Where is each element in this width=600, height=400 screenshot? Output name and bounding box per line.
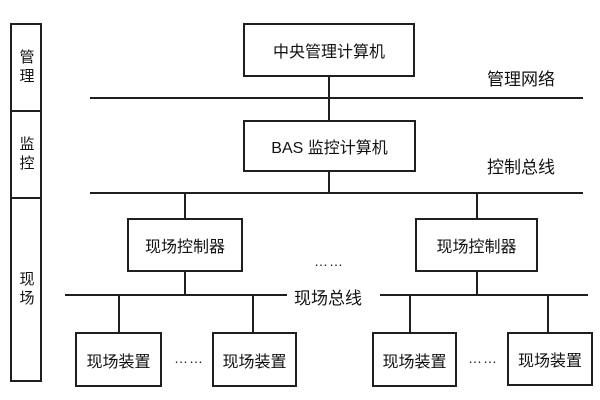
layer-management-label: 管理 <box>17 48 35 87</box>
field-bus-line-left <box>65 294 287 296</box>
control-bus-label: 控制总线 <box>487 153 555 178</box>
connector-field-bus-to-device-1 <box>118 296 120 332</box>
field-device-2-label: 现场装置 <box>222 353 287 371</box>
field-bus-line-right <box>380 294 588 296</box>
field-device-1-label: 现场装置 <box>86 353 151 371</box>
layer-field: 现场 <box>12 197 40 380</box>
layer-monitoring-label: 监控 <box>17 135 35 174</box>
control-bus-line <box>90 192 583 194</box>
connector-field-bus-to-device-2 <box>252 296 254 332</box>
field-device-4-node: 现场装置 <box>507 332 593 386</box>
field-controller-right-label: 现场控制器 <box>436 239 517 256</box>
field-controller-left-label: 现场控制器 <box>144 239 225 256</box>
layer-sidebar: 管理 监控 现场 <box>10 23 42 382</box>
field-controller-right-node: 现场控制器 <box>415 218 538 272</box>
connector-field-bus-to-device-3 <box>409 296 411 332</box>
connector-bas-to-control-bus <box>328 172 330 193</box>
field-device-4-label: 现场装置 <box>517 353 582 370</box>
devices-right-ellipsis: …… <box>468 350 498 366</box>
layer-field-label: 现场 <box>17 270 35 309</box>
connector-right-controller-to-field-bus <box>476 272 478 295</box>
controllers-ellipsis: …… <box>314 253 344 269</box>
layer-monitoring: 监控 <box>12 110 40 197</box>
field-device-3-node: 现场装置 <box>372 332 457 387</box>
field-device-1-node: 现场装置 <box>75 332 162 387</box>
connector-central-to-bas <box>328 77 330 120</box>
bas-computer-label: BAS 监控计算机 <box>271 140 388 157</box>
devices-left-ellipsis: …… <box>174 350 204 366</box>
field-bus-label: 现场总线 <box>294 284 362 309</box>
management-network-bus-line <box>90 97 583 99</box>
field-device-3-label: 现场装置 <box>382 353 447 371</box>
management-network-label: 管理网络 <box>487 65 555 90</box>
central-computer-node: 中央管理计算机 <box>243 23 415 77</box>
field-controller-left-node: 现场控制器 <box>127 218 243 272</box>
connector-field-bus-to-device-4 <box>547 296 549 332</box>
connector-bus-to-left-controller <box>184 194 186 218</box>
bas-computer-node: BAS 监控计算机 <box>243 120 416 172</box>
layer-management: 管理 <box>12 25 40 110</box>
field-device-2-node: 现场装置 <box>212 332 297 387</box>
central-computer-label: 中央管理计算机 <box>272 44 385 61</box>
connector-left-controller-to-field-bus <box>184 272 186 295</box>
connector-bus-to-right-controller <box>476 194 478 218</box>
